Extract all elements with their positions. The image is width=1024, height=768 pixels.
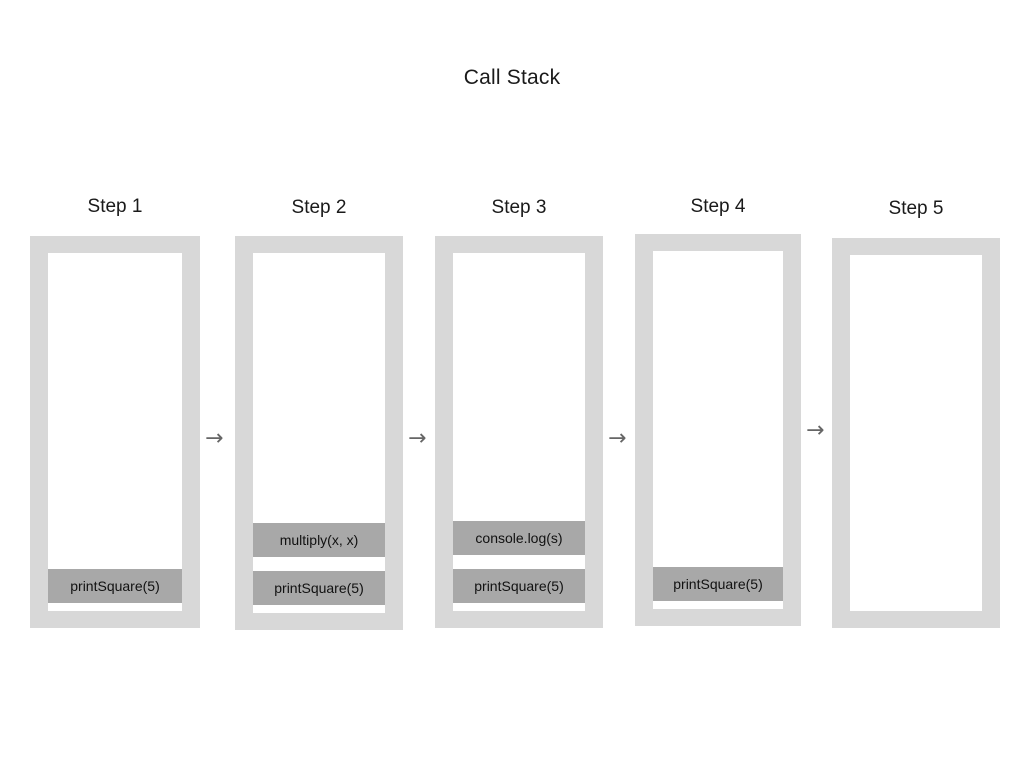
stack-container-2: multiply(x, x) printSquare(5)	[235, 236, 403, 630]
stack-container-3: console.log(s) printSquare(5)	[435, 236, 603, 628]
stack-frame-gap	[253, 557, 385, 571]
step-label-4: Step 4	[690, 196, 746, 217]
stack-frame: printSquare(5)	[48, 569, 182, 603]
step-label-5: Step 5	[888, 198, 944, 219]
stack-inner-4: printSquare(5)	[653, 251, 783, 609]
stack-frame-gap	[453, 555, 585, 569]
arrow-step-2-to-3: →	[408, 426, 427, 451]
step-label-1: Step 1	[87, 196, 143, 217]
stack-inner-2: multiply(x, x) printSquare(5)	[253, 253, 385, 613]
stack-container-1: printSquare(5)	[30, 236, 200, 628]
page-title: Call Stack	[463, 66, 561, 89]
stack-frame: printSquare(5)	[653, 567, 783, 601]
arrow-step-4-to-5: →	[806, 418, 825, 443]
stack-bottom-pad	[253, 605, 385, 613]
arrow-step-1-to-2: →	[205, 426, 224, 451]
stack-frame: multiply(x, x)	[253, 523, 385, 557]
step-label-2: Step 2	[291, 197, 347, 218]
stack-frame: printSquare(5)	[253, 571, 385, 605]
arrow-step-3-to-4: →	[608, 426, 627, 451]
stack-frame: printSquare(5)	[453, 569, 585, 603]
stack-container-5	[832, 238, 1000, 628]
stack-container-4: printSquare(5)	[635, 234, 801, 626]
stack-bottom-pad	[653, 601, 783, 609]
stack-bottom-pad	[48, 603, 182, 611]
stack-frame: console.log(s)	[453, 521, 585, 555]
stack-inner-1: printSquare(5)	[48, 253, 182, 611]
stack-inner-5	[850, 255, 982, 611]
stack-inner-3: console.log(s) printSquare(5)	[453, 253, 585, 611]
stack-bottom-pad	[453, 603, 585, 611]
step-label-3: Step 3	[491, 197, 547, 218]
